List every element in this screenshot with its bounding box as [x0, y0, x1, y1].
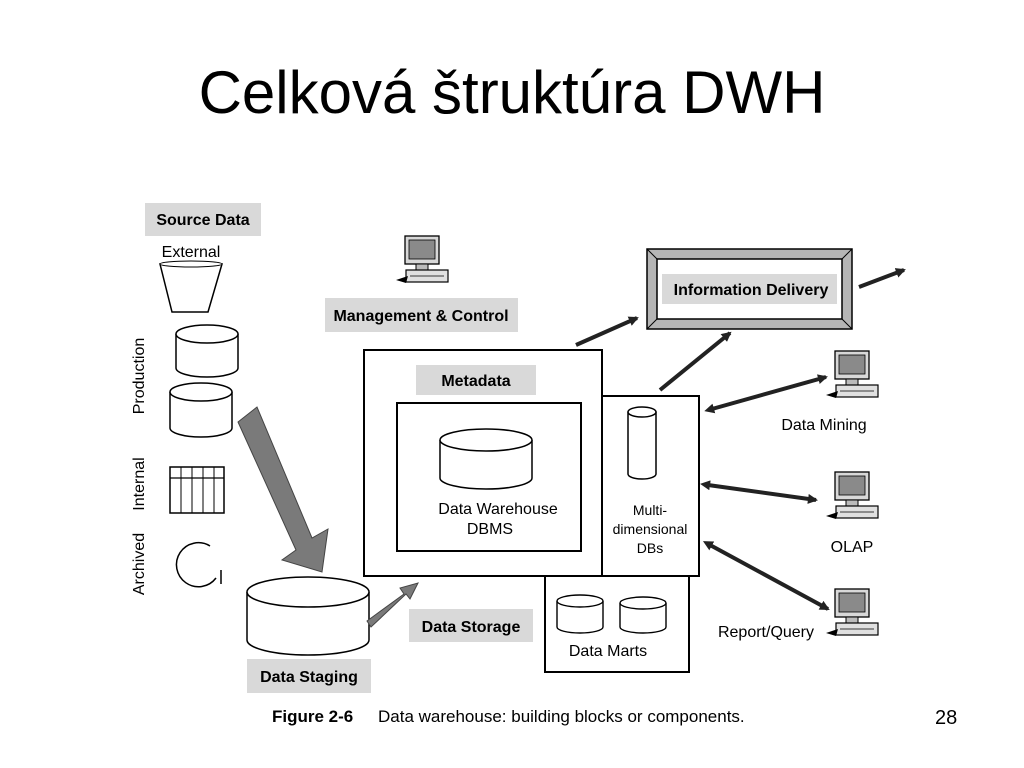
olap-arrow [700, 480, 818, 504]
data-warehouse-label: Data Warehouse [438, 501, 558, 518]
data-staging-label: Data Staging [260, 669, 358, 686]
figure-caption-number: Figure 2-6 [272, 707, 353, 726]
source-to-staging-arrow [237, 406, 329, 573]
metadata-label: Metadata [441, 373, 510, 390]
computer-icon [825, 350, 879, 399]
metadata-label-box [416, 365, 536, 395]
to-information-delivery-arrow [575, 316, 639, 347]
staging-to-storage-arrow [366, 582, 419, 628]
management-control-label-box [325, 298, 518, 332]
management-control-label: Management & Control [333, 308, 508, 325]
multidim-label-2: dimensional [613, 521, 688, 537]
figure-caption-text: Data warehouse: building blocks or compo… [378, 707, 745, 726]
database-icon [627, 406, 657, 480]
database-icon [619, 596, 667, 634]
data-storage-label-box [409, 609, 533, 642]
production-label: Production [131, 338, 148, 415]
computer-icon [395, 235, 449, 284]
data-mining-label: Data Mining [781, 417, 866, 434]
database-icon [556, 594, 604, 634]
source-data-label: Source Data [156, 212, 249, 229]
archive-tape-icon [175, 541, 222, 588]
table-grid-icon [169, 466, 225, 514]
dbms-label: DBMS [467, 521, 513, 538]
data-mining-arrow [704, 374, 828, 414]
data-staging-database-icon [246, 576, 370, 656]
database-icon [439, 428, 533, 490]
report-query-label: Report/Query [718, 624, 814, 641]
archived-label: Archived [131, 533, 148, 595]
multidim-label-1: Multi- [633, 502, 668, 518]
database-icon [175, 324, 239, 378]
multidim-label-3: DBs [637, 540, 663, 556]
external-label: External [162, 244, 221, 261]
internal-label: Internal [131, 457, 148, 510]
data-storage-label: Data Storage [422, 619, 521, 636]
slide-title: Celková štruktúra DWH [198, 59, 826, 126]
olap-label: OLAP [831, 539, 874, 556]
funnel-icon [159, 263, 223, 313]
information-delivery-label: Information Delivery [674, 282, 829, 299]
database-icon [169, 382, 233, 438]
source-data-label-box [145, 203, 261, 236]
slide-number: 28 [935, 707, 958, 729]
computer-icon [825, 471, 879, 520]
data-staging-label-box [247, 659, 371, 693]
multidim-to-delivery-arrow [658, 331, 732, 392]
report-query-arrow [702, 541, 830, 611]
computer-icon [825, 588, 879, 637]
delivery-out-arrow [858, 268, 906, 289]
data-marts-label: Data Marts [569, 643, 647, 660]
